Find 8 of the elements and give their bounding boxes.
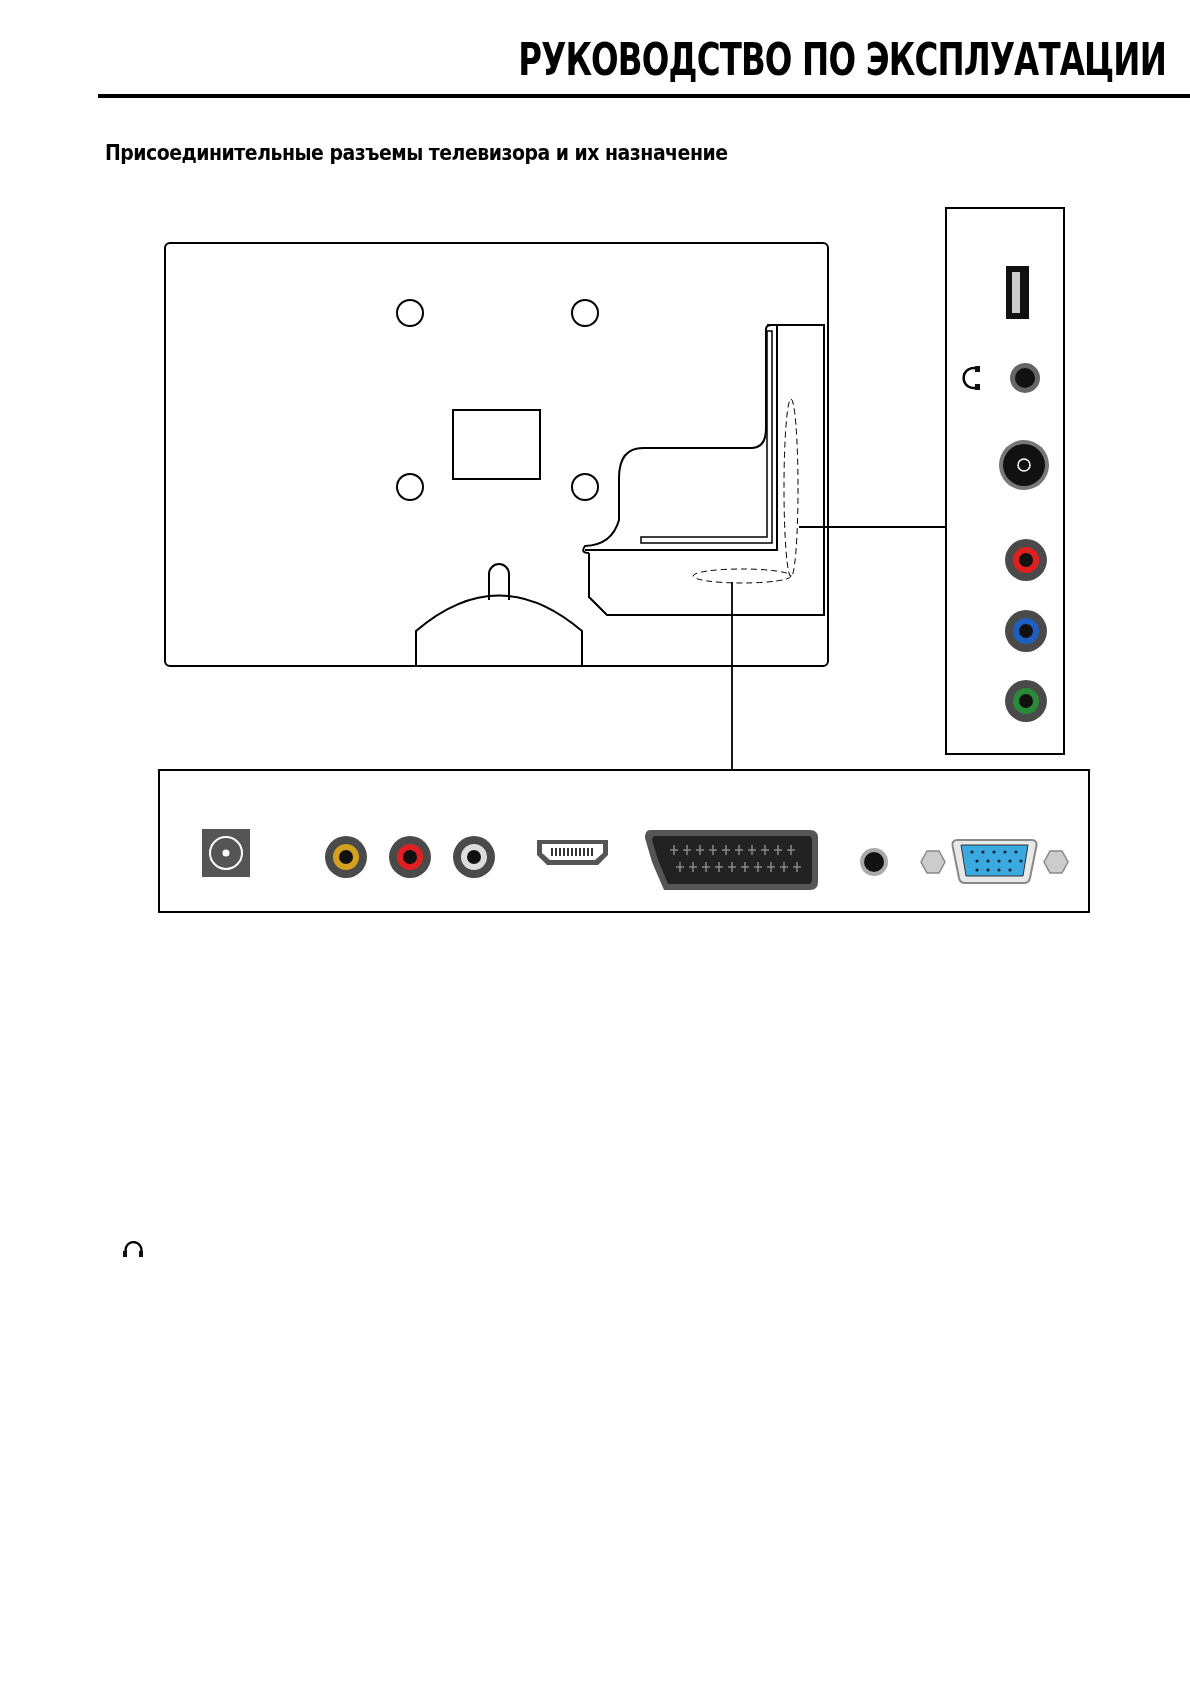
page-title: РУКОВОДСТВО ПО ЭКСПЛУАТАЦИИ bbox=[518, 34, 1166, 85]
leader-line bbox=[731, 581, 733, 770]
connector-panel bbox=[158, 769, 1090, 913]
leader-line bbox=[798, 526, 946, 528]
section-heading: Присоединительные разъемы телевизора и их назначение bbox=[105, 141, 728, 165]
dashed-outline bbox=[692, 568, 792, 584]
connector-panel bbox=[945, 207, 1065, 755]
dashed-outline bbox=[783, 398, 799, 578]
